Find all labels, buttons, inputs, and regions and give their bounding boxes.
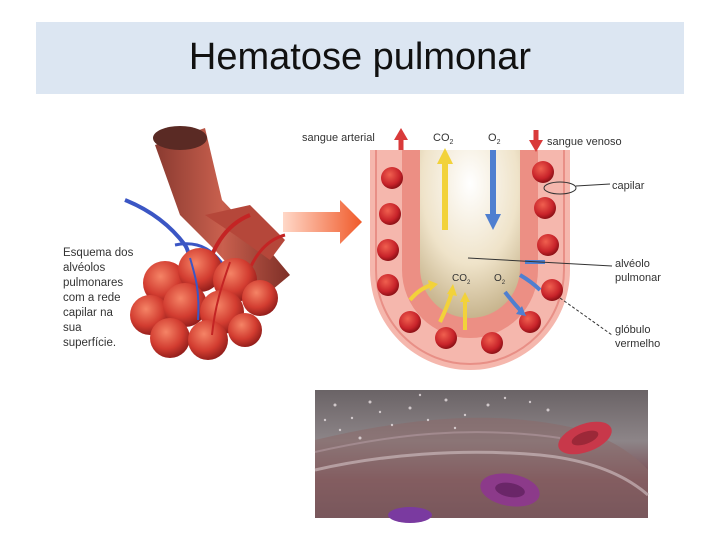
zoom-arrow	[283, 200, 362, 244]
caption-line: pulmonares	[63, 277, 123, 289]
red-blood-cell	[541, 279, 563, 301]
label-capilar: capilar	[612, 180, 645, 192]
red-blood-cell	[537, 234, 559, 256]
caption-line: alvéolos	[63, 262, 105, 274]
caption-line: capilar na	[63, 307, 113, 319]
red-blood-cell	[381, 167, 403, 189]
alveolus	[228, 313, 262, 347]
red-blood-cell	[377, 239, 399, 261]
label-sangue-arterial: sangue arterial	[302, 132, 375, 144]
red-blood-cell	[377, 274, 399, 296]
alveolus	[150, 318, 190, 358]
alveoli-cluster-illustration	[125, 126, 290, 360]
micrograph-red-cell	[388, 507, 432, 523]
capillary-alveolus-illustration	[370, 128, 612, 370]
alveolus	[242, 280, 278, 316]
caption-line: sua	[63, 322, 82, 334]
label-alveolo-pulmonar: alvéolo pulmonar	[615, 258, 661, 284]
alveolus	[188, 320, 228, 360]
micrograph-image	[315, 390, 648, 523]
red-blood-cell	[481, 332, 503, 354]
caption-line: Esquema dos	[63, 247, 134, 259]
red-blood-cell	[379, 203, 401, 225]
caption-line: com a rede	[63, 292, 121, 304]
label-sangue-venoso: sangue venoso	[547, 136, 622, 148]
left-caption: Esquema dos alvéolos pulmonares com a re…	[63, 247, 137, 349]
label-o2-top: O2	[488, 132, 501, 146]
label-globulo-vermelho: glóbulo vermelho	[615, 324, 660, 350]
label-co2-top: CO2	[433, 132, 454, 146]
red-blood-cell	[435, 327, 457, 349]
red-blood-cell	[534, 197, 556, 219]
bronchiole-opening	[153, 126, 207, 150]
caption-line: superfície.	[63, 337, 116, 349]
red-blood-cell	[399, 311, 421, 333]
red-blood-cell	[532, 161, 554, 183]
